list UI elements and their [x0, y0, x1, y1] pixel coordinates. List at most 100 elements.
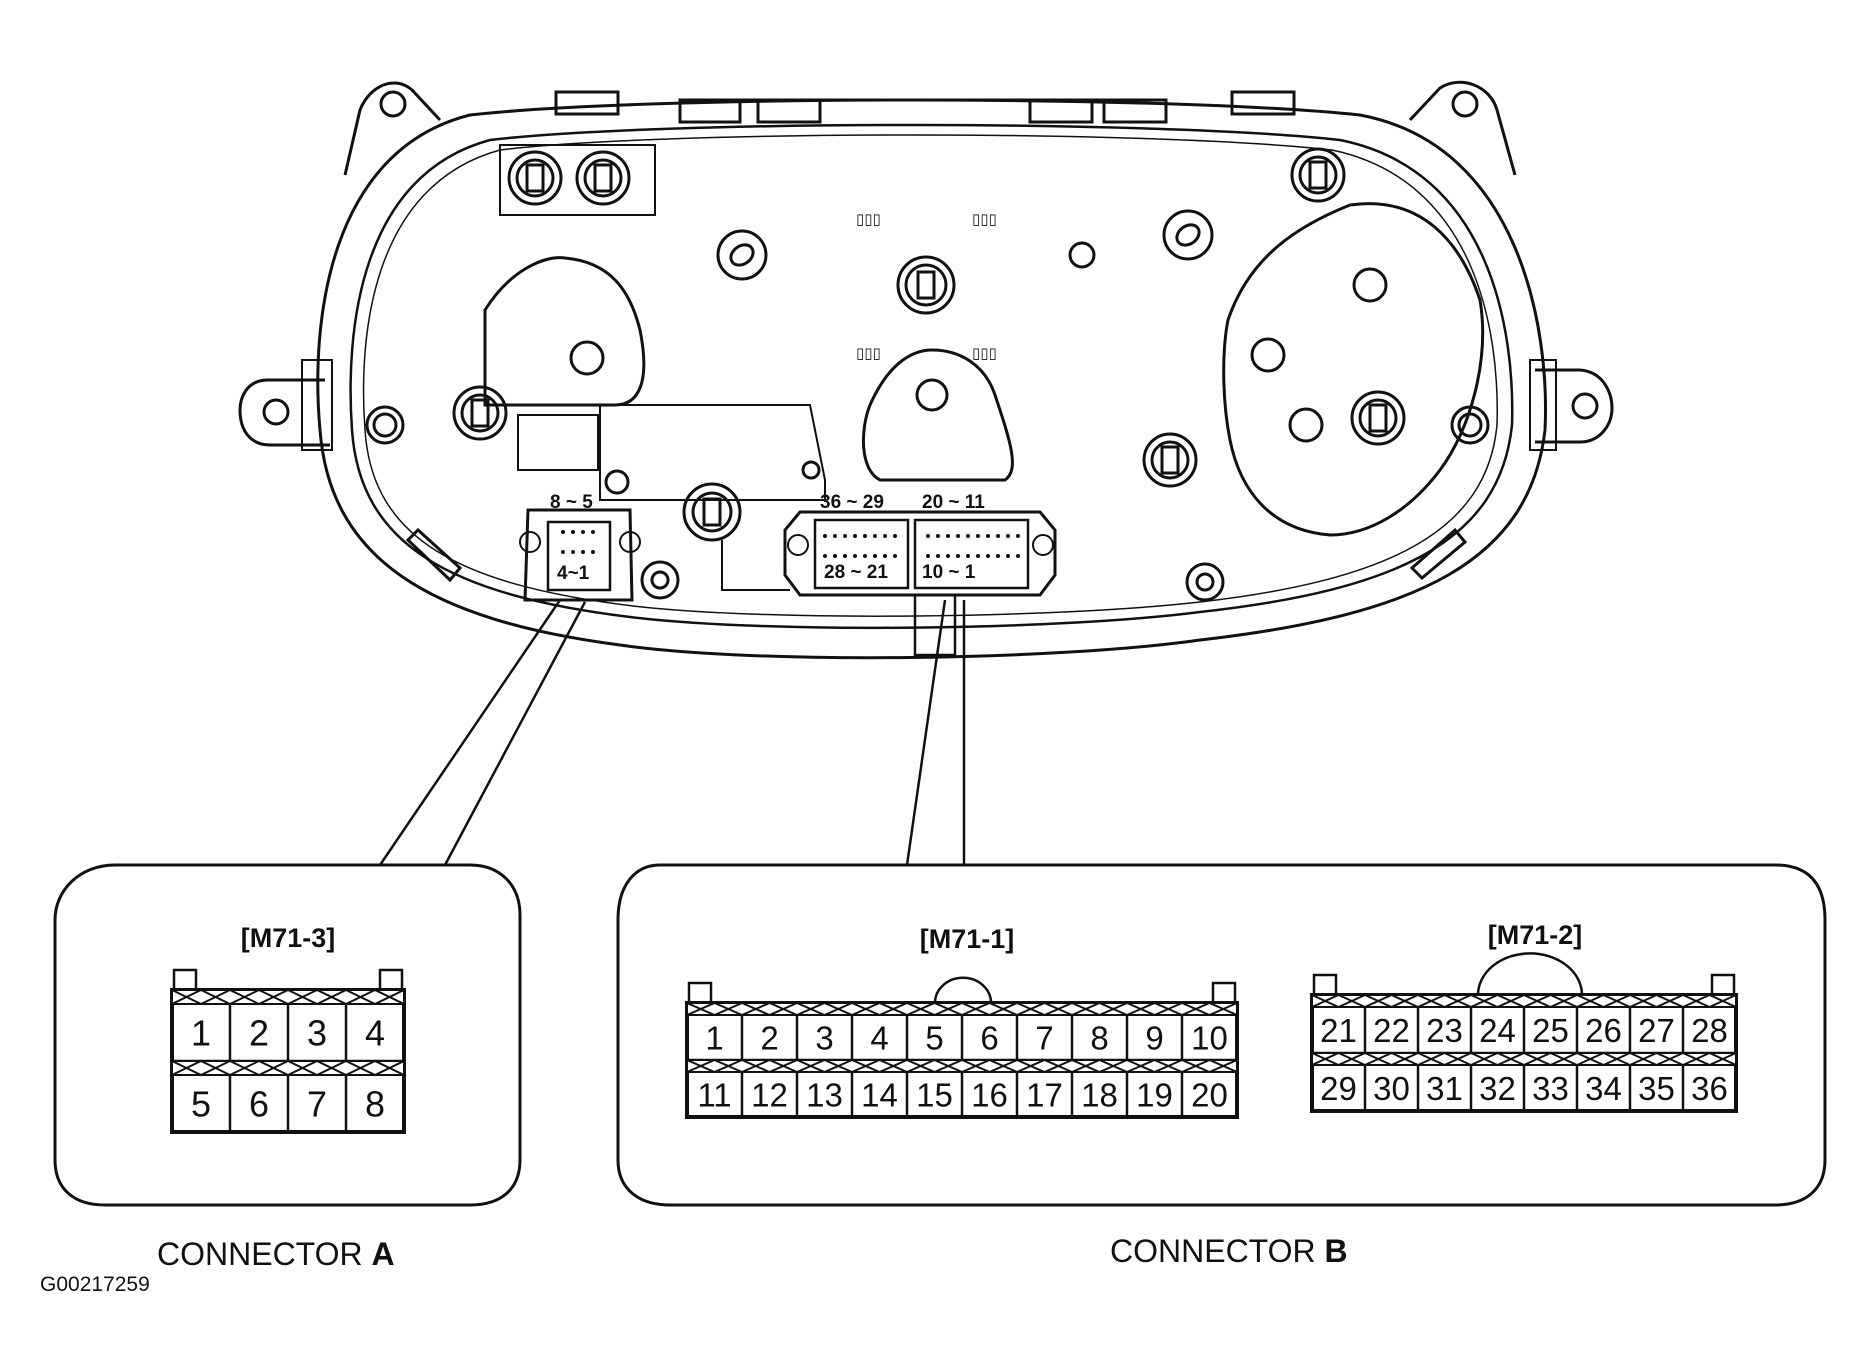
pin-19: 19 [1136, 1076, 1173, 1113]
mount-ear-top-right [1408, 80, 1517, 176]
connector-b-caption-letter: B [1325, 1233, 1348, 1269]
cluster-connector-a-ear-left [519, 531, 541, 553]
pin-dot [966, 534, 970, 538]
cluster-label-10-1: 10 ~ 1 [922, 562, 976, 583]
mount-ear-right [1535, 368, 1614, 444]
bulb-socket-right-low-outer [1142, 432, 1198, 488]
pin-dot [843, 534, 847, 538]
connector-a-hatch [287, 1059, 347, 1077]
side-clip-left-1 [301, 359, 333, 451]
connector-m71-1-hatch [741, 1058, 798, 1074]
pin-36: 36 [1691, 1070, 1728, 1107]
connector-a-hatch [345, 988, 405, 1006]
pin-dot [996, 554, 1000, 558]
figure-id: G00217259 [40, 1273, 150, 1296]
connector-m71-1-hatch [1071, 1001, 1128, 1017]
mount-hole-top-right [1451, 90, 1479, 118]
pin-3: 3 [815, 1019, 833, 1056]
connector-a-latch-right [378, 968, 404, 992]
pin-dot [833, 534, 837, 538]
connector-m71-2-latch-left [1312, 973, 1338, 997]
pin-31: 31 [1426, 1070, 1463, 1107]
pin-26: 26 [1585, 1012, 1622, 1049]
connector-m71-1-hatch [796, 1001, 853, 1017]
mid-panel [721, 540, 790, 591]
pin-2: 2 [760, 1019, 778, 1056]
bulb-socket-2-slot [593, 163, 613, 193]
cluster-connector-b-body-left [813, 518, 910, 590]
post-2-inner [1175, 223, 1201, 247]
cluster-inner-rim-2 [362, 134, 1498, 617]
connector-m71-1-hatch [1016, 1058, 1073, 1074]
cluster-connector-a-body [546, 520, 612, 592]
pin-6: 6 [980, 1019, 998, 1056]
connector-m71-2-hatch [1417, 1051, 1472, 1067]
pin-4: 4 [870, 1019, 888, 1056]
connector-m71-2-hatch [1682, 993, 1737, 1009]
right-gauge-lobe [1222, 202, 1485, 537]
connector-m71-1-strip [686, 1002, 1238, 1016]
pin-17: 17 [1026, 1076, 1063, 1113]
post-3 [1068, 241, 1096, 269]
mount-hole-right [1571, 392, 1599, 420]
bulb-socket-2-outer [575, 150, 631, 206]
upper-left-bracket [499, 144, 656, 216]
center-gauge-lobe [861, 348, 1014, 482]
connector-a-frame [53, 863, 522, 1207]
right-gauge-hole-2 [1250, 337, 1286, 373]
cluster-inner-rim [349, 123, 1514, 630]
left-gauge-hole [569, 340, 605, 376]
cluster-housing-outline [316, 98, 1547, 660]
connector-m71-2-hatch [1523, 1051, 1578, 1067]
pin-dot [853, 554, 857, 558]
connector-a-heading: [M71-3] [241, 923, 336, 953]
pin-22: 22 [1373, 1012, 1410, 1049]
pin-18: 18 [1081, 1076, 1118, 1113]
pin-dot [843, 554, 847, 558]
pin-dot [946, 534, 950, 538]
pin-dot [986, 554, 990, 558]
pin-29: 29 [1320, 1070, 1357, 1107]
post-1-inner [729, 243, 755, 267]
bulb-socket-mid-outer [682, 482, 742, 542]
mount-ear-left [238, 378, 330, 447]
top-clip-1 [554, 90, 620, 116]
connector-m71-1-hatch [1181, 1001, 1238, 1017]
cluster-connector-b-ear-right [1032, 534, 1054, 556]
mount-hole-left [262, 398, 290, 426]
connector-m71-2-hatch [1470, 1051, 1525, 1067]
bulb-socket-1-inner [515, 158, 555, 198]
post-left-small-outer [365, 405, 405, 445]
pin-16: 16 [971, 1076, 1008, 1113]
pin-8: 8 [365, 1083, 385, 1124]
bulb-socket-right-low-slot [1160, 445, 1180, 475]
connector-m71-1-hatch [906, 1058, 963, 1074]
pin-24: 24 [1479, 1012, 1516, 1049]
connector-a-hatch [229, 1059, 289, 1077]
pin-8: 8 [1090, 1019, 1108, 1056]
left-lobe-lower [517, 414, 599, 471]
connector-m71-1-heading: [M71-1] [920, 924, 1015, 954]
connector-b-frame [616, 863, 1827, 1207]
connector-m71-2-key [1476, 952, 1584, 996]
bulb-socket-1-outer [507, 150, 563, 206]
cluster-label-28-21: 28 ~ 21 [824, 562, 888, 583]
top-clip-3 [756, 98, 822, 124]
mount-hole-top-left [379, 90, 407, 118]
top-clip-6 [1230, 90, 1296, 116]
bulb-socket-right-slot [1368, 403, 1388, 433]
pin-30: 30 [1373, 1070, 1410, 1107]
pin-dot [946, 554, 950, 558]
bulb-socket-1-slot [525, 163, 545, 193]
connector-b-caption: CONNECTOR B [1110, 1233, 1348, 1269]
pin-dot [966, 554, 970, 558]
pin-35: 35 [1638, 1070, 1675, 1107]
connector-m71-2-hatch [1629, 993, 1684, 1009]
pin-3: 3 [307, 1012, 327, 1053]
instrument-cluster-rear-view [238, 80, 1614, 866]
side-clip-right-bottom [1409, 527, 1468, 581]
